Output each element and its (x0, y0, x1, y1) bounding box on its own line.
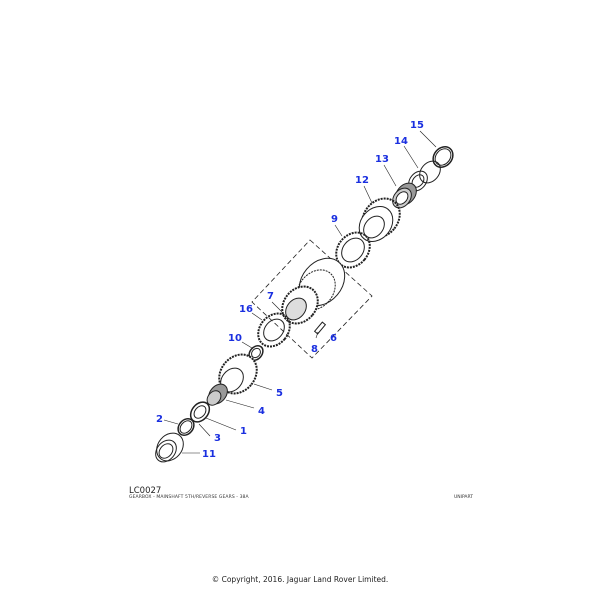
part-4-bearing-icon (206, 383, 228, 406)
callout-1: 1 (240, 426, 247, 437)
callout-4: 4 (258, 406, 265, 417)
callout-14: 14 (394, 136, 408, 147)
diagram-reference-code: LC0027 (129, 486, 162, 496)
part-9-synchro-ring-icon (335, 231, 371, 269)
part-8-key-icon (313, 321, 327, 335)
callout-13: 13 (375, 154, 389, 165)
callout-7: 7 (267, 291, 274, 302)
part-5-gear-icon (218, 353, 258, 395)
callout-6: 6 (330, 333, 337, 344)
part-15-snap-ring-icon (432, 146, 454, 168)
callout-15: 15 (410, 120, 424, 131)
callout-2: 2 (156, 414, 163, 425)
part-synchro-hub-assembly-icon (281, 257, 346, 325)
callout-3: 3 (214, 433, 221, 444)
part-12-gear-icon (358, 197, 401, 242)
part-13-needle-bearing-icon (392, 182, 417, 209)
callout-11: 11 (202, 449, 216, 460)
copyright-notice: © Copyright, 2016. Jaguar Land Rover Lim… (211, 575, 389, 584)
callout-16: 16 (239, 304, 253, 315)
part-2-ring-icon (177, 418, 195, 436)
callout-8: 8 (311, 344, 318, 355)
diagram-description: GEARBOX - MAINSHAFT 5TH/REVERSE GEARS - … (129, 495, 249, 500)
assembly-boundary (251, 239, 373, 359)
brand-label: UNIPART (454, 495, 474, 500)
part-16-synchro-ring-icon (257, 312, 291, 348)
leader-lines (163, 130, 437, 454)
part-11-nut-icon (155, 432, 184, 463)
callout-9: 9 (331, 214, 338, 225)
callout-12: 12 (355, 175, 369, 186)
callout-10: 10 (228, 333, 242, 344)
callout-5: 5 (276, 388, 283, 399)
